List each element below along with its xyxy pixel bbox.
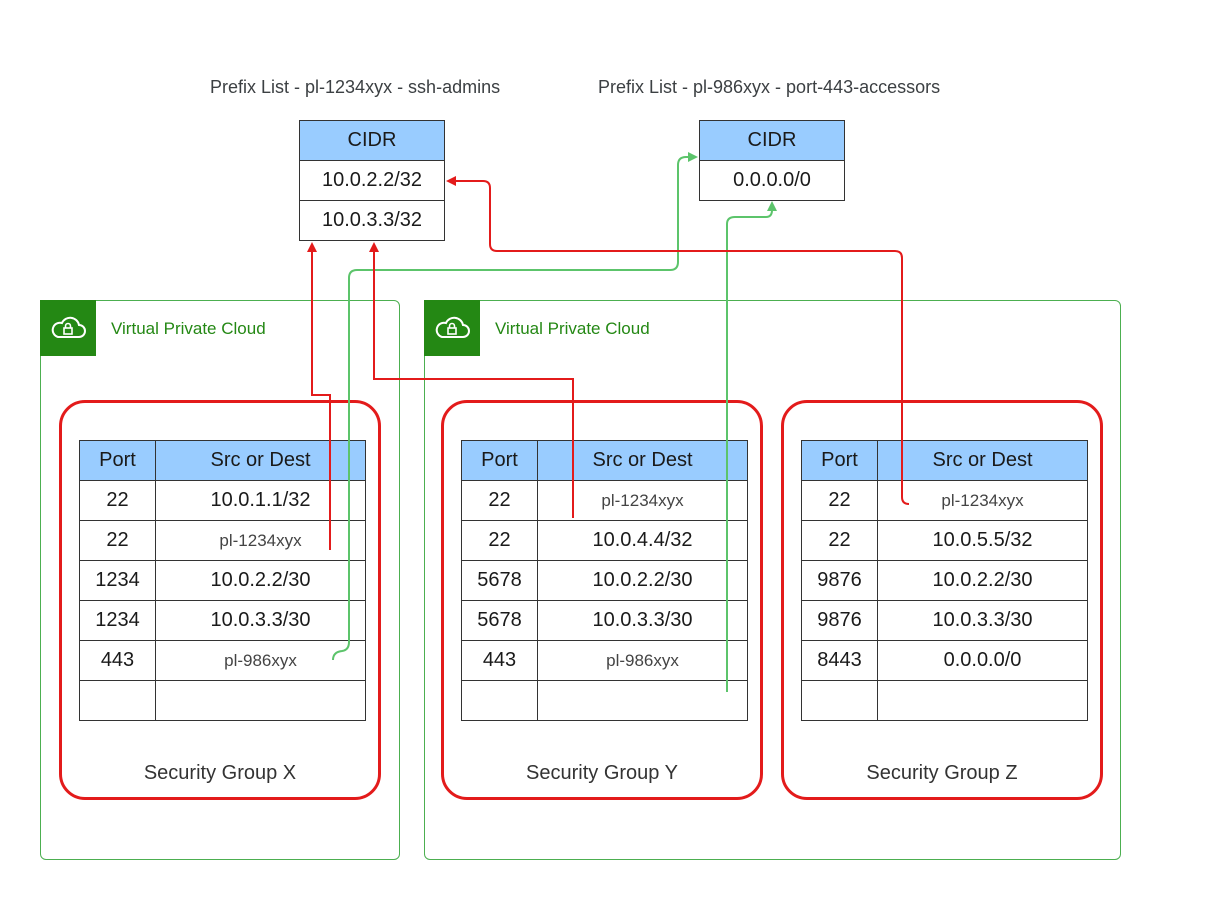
port-cell bbox=[801, 680, 878, 721]
port-cell: 22 bbox=[801, 520, 878, 561]
src-dest-header: Src or Dest bbox=[155, 440, 366, 481]
src-dest-cell: pl-986xyx bbox=[155, 640, 366, 681]
src-dest-cell bbox=[537, 680, 748, 721]
src-dest-cell: pl-1234xyx bbox=[877, 480, 1088, 521]
port-cell: 22 bbox=[79, 480, 156, 521]
src-dest-cell: 10.0.3.3/30 bbox=[877, 600, 1088, 641]
src-dest-cell: 10.0.3.3/30 bbox=[155, 600, 366, 641]
prefix-list-ssh-admins-title: Prefix List - pl-1234xyx - ssh-admins bbox=[210, 77, 501, 97]
src-dest-cell bbox=[155, 680, 366, 721]
src-dest-header: Src or Dest bbox=[877, 440, 1088, 481]
port-header: Port bbox=[79, 440, 156, 481]
src-dest-cell: 10.0.3.3/30 bbox=[537, 600, 748, 641]
src-dest-cell: 10.0.1.1/32 bbox=[155, 480, 366, 521]
vpc-label: Virtual Private Cloud bbox=[111, 319, 266, 338]
port-cell bbox=[79, 680, 156, 721]
security-group-y-label: Security Group Y bbox=[526, 762, 678, 784]
port-cell: 5678 bbox=[461, 560, 538, 601]
cloud-lock-icon bbox=[40, 300, 96, 356]
port-cell: 1234 bbox=[79, 600, 156, 641]
cloud-lock-icon bbox=[424, 300, 480, 356]
security-group-z bbox=[781, 400, 1103, 800]
src-dest-cell: pl-1234xyx bbox=[155, 520, 366, 561]
src-dest-cell: 10.0.5.5/32 bbox=[877, 520, 1088, 561]
port-header: Port bbox=[801, 440, 878, 481]
port-cell: 8443 bbox=[801, 640, 878, 681]
src-dest-cell bbox=[877, 680, 1088, 721]
security-group-z-label: Security Group Z bbox=[866, 762, 1018, 784]
src-dest-cell: pl-1234xyx bbox=[537, 480, 748, 521]
port-cell: 22 bbox=[461, 480, 538, 521]
cidr-entry: 0.0.0.0/0 bbox=[699, 160, 845, 201]
prefix-list-port-443-table: CIDR 0.0.0.0/0 bbox=[699, 120, 845, 201]
prefix-list-port-443-title: Prefix List - pl-986xyx - port-443-acces… bbox=[598, 77, 941, 97]
src-dest-cell: 10.0.4.4/32 bbox=[537, 520, 748, 561]
cidr-entry: 10.0.3.3/32 bbox=[299, 200, 445, 241]
src-dest-cell: 10.0.2.2/30 bbox=[155, 560, 366, 601]
port-cell bbox=[461, 680, 538, 721]
port-header: Port bbox=[461, 440, 538, 481]
cidr-header: CIDR bbox=[299, 120, 445, 161]
port-cell: 9876 bbox=[801, 560, 878, 601]
src-dest-cell: 10.0.2.2/30 bbox=[537, 560, 748, 601]
cidr-entry: 10.0.2.2/32 bbox=[299, 160, 445, 201]
src-dest-cell: 10.0.2.2/30 bbox=[877, 560, 1088, 601]
port-cell: 22 bbox=[79, 520, 156, 561]
security-group-x-label: Security Group X bbox=[143, 762, 297, 784]
port-cell: 22 bbox=[801, 480, 878, 521]
src-dest-header: Src or Dest bbox=[537, 440, 748, 481]
port-cell: 1234 bbox=[79, 560, 156, 601]
port-cell: 5678 bbox=[461, 600, 538, 641]
vpc-label: Virtual Private Cloud bbox=[495, 319, 650, 338]
port-cell: 9876 bbox=[801, 600, 878, 641]
port-cell: 443 bbox=[79, 640, 156, 681]
src-dest-cell: 0.0.0.0/0 bbox=[877, 640, 1088, 681]
src-dest-cell: pl-986xyx bbox=[537, 640, 748, 681]
port-cell: 22 bbox=[461, 520, 538, 561]
cidr-header: CIDR bbox=[699, 120, 845, 161]
prefix-list-ssh-admins-table: CIDR 10.0.2.2/32 10.0.3.3/32 bbox=[299, 120, 445, 241]
port-cell: 443 bbox=[461, 640, 538, 681]
